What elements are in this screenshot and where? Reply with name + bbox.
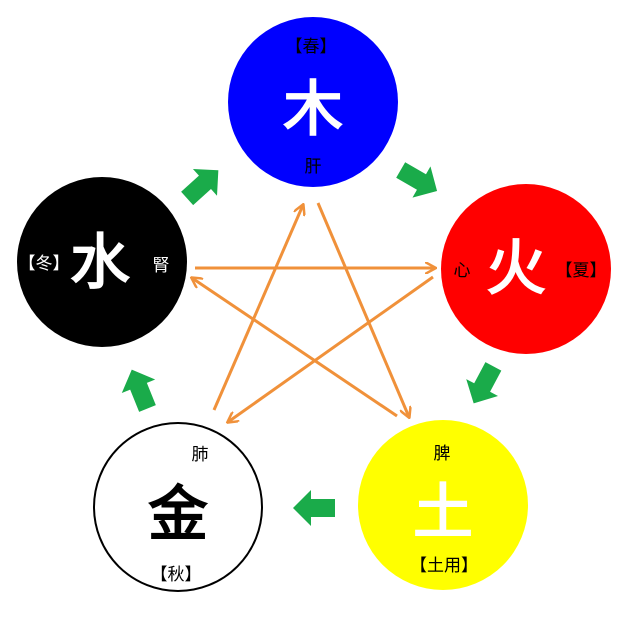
water-circle bbox=[17, 177, 187, 347]
green-block-arrow-icon bbox=[466, 362, 502, 404]
wood-character: 木 bbox=[283, 75, 343, 145]
element-earth: 脾 土 【土用】 bbox=[358, 420, 528, 590]
earth-season: 【土用】 bbox=[410, 556, 478, 576]
element-water: 【冬】 水 腎 bbox=[17, 177, 187, 347]
controlling-arrow-earth-water bbox=[192, 278, 398, 418]
element-fire: 心 火 【夏】 bbox=[441, 184, 611, 354]
metal-season: 【秋】 bbox=[151, 565, 202, 585]
controlling-arrow-fire-metal bbox=[228, 275, 434, 422]
wood-season: 【春】 bbox=[286, 37, 337, 57]
wood-organ: 肝 bbox=[305, 157, 322, 177]
water-season: 【冬】 bbox=[19, 254, 70, 274]
element-metal: 肺 金 【秋】 bbox=[93, 422, 263, 592]
metal-organ: 肺 bbox=[192, 445, 209, 465]
green-block-arrow-icon bbox=[121, 369, 156, 412]
green-block-arrow-icon bbox=[181, 168, 219, 206]
green-block-arrow-icon bbox=[396, 162, 438, 198]
fire-circle bbox=[441, 184, 611, 354]
generating-arrows bbox=[121, 162, 502, 526]
fire-season: 【夏】 bbox=[556, 261, 607, 281]
fire-character: 火 bbox=[486, 234, 546, 304]
controlling-arrow-metal-wood bbox=[212, 205, 303, 411]
metal-character: 金 bbox=[148, 480, 209, 550]
metal-circle bbox=[93, 422, 263, 592]
controlling-arrow-wood-earth bbox=[316, 202, 409, 417]
fire-organ: 心 bbox=[454, 261, 471, 281]
earth-character: 土 bbox=[413, 478, 473, 548]
element-wood: 【春】 木 肝 bbox=[228, 17, 398, 187]
controlling-arrows bbox=[192, 203, 435, 422]
wood-circle bbox=[228, 17, 398, 187]
earth-circle bbox=[358, 420, 528, 590]
green-block-arrow-icon bbox=[293, 490, 335, 526]
water-organ: 腎 bbox=[153, 256, 170, 276]
earth-organ: 脾 bbox=[434, 444, 451, 464]
water-character: 水 bbox=[70, 228, 131, 298]
